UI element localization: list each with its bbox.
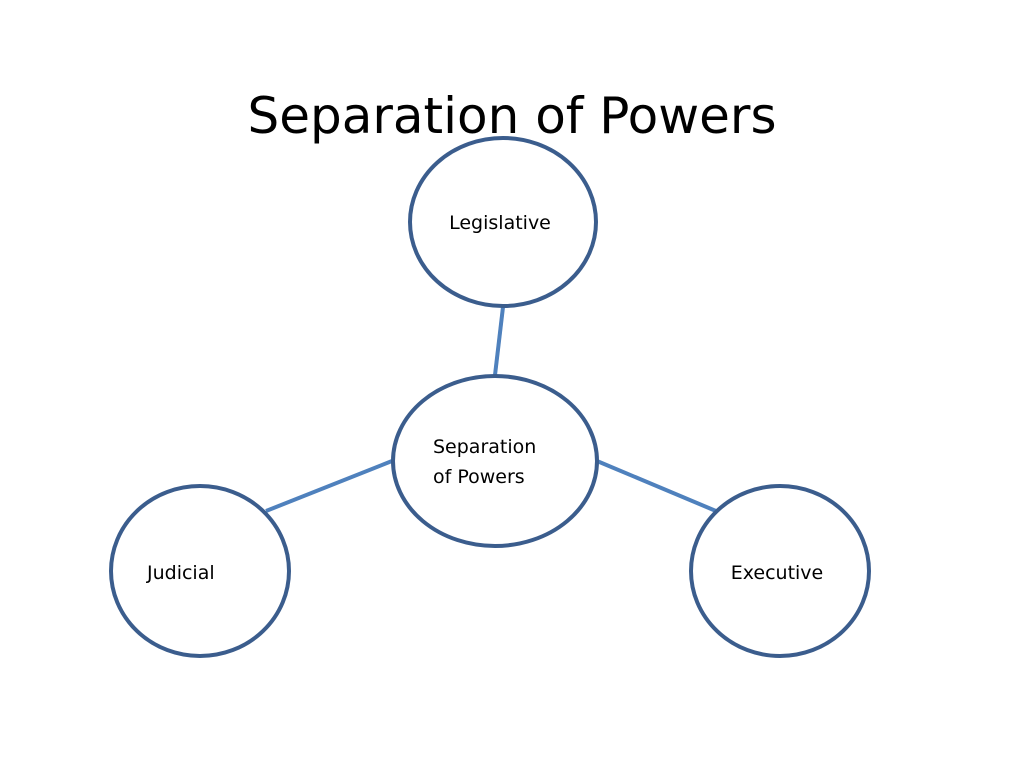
connector-center-executive [596, 459, 717, 513]
connector-center-legislative [493, 306, 505, 376]
node-legislative: Legislative [408, 136, 598, 308]
node-legislative-label: Legislative [449, 212, 551, 234]
node-executive-label: Executive [731, 562, 824, 584]
node-judicial: Judicial [109, 484, 291, 658]
node-judicial-label: Judicial [146, 562, 215, 584]
node-legislative-circle [408, 136, 598, 308]
node-center-label-line1: Separation [433, 436, 536, 458]
connector-center-judicial [265, 459, 393, 513]
node-center-circle [391, 374, 599, 548]
node-executive: Executive [689, 484, 871, 658]
node-executive-circle [689, 484, 871, 658]
slide-title: Separation of Powers [247, 87, 777, 145]
node-judicial-circle [109, 484, 291, 658]
node-center-label-line2: of Powers [433, 466, 525, 488]
node-center: Separation of Powers [391, 374, 599, 548]
